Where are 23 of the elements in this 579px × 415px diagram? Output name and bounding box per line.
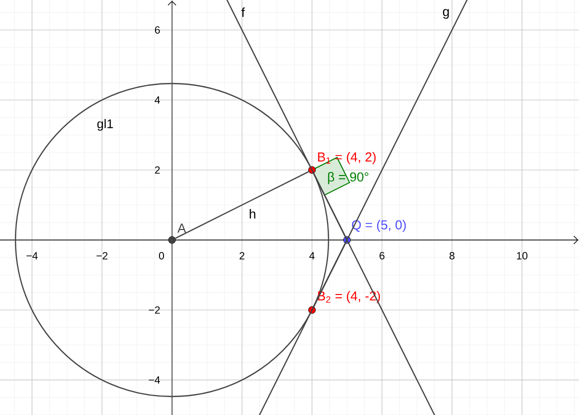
tick-label: −2	[148, 306, 160, 314]
tick-label: 0	[159, 252, 164, 260]
tick-label: 2	[155, 166, 160, 174]
tick-label: 4	[154, 96, 160, 104]
tick-label: 4	[309, 252, 315, 260]
tick-label: 8	[450, 252, 454, 260]
tick-label: 6	[155, 26, 160, 34]
circle-label: gl1	[97, 119, 113, 131]
tick-label: 10	[516, 252, 528, 260]
node-label: A	[177, 224, 186, 233]
tick-label: −4	[148, 376, 160, 384]
tick-label: −4	[26, 252, 38, 260]
line-label: f	[241, 7, 245, 17]
line	[175, 171, 309, 239]
tick-label: −2	[96, 252, 108, 260]
line-label: g	[442, 9, 449, 19]
line-label: h	[250, 209, 256, 218]
angle-label: β = 90°	[328, 172, 368, 184]
point: A	[168, 224, 186, 244]
line	[313, 243, 346, 307]
tick-label: 2	[240, 252, 244, 260]
line	[313, 173, 346, 237]
tick-label: 6	[380, 252, 384, 260]
